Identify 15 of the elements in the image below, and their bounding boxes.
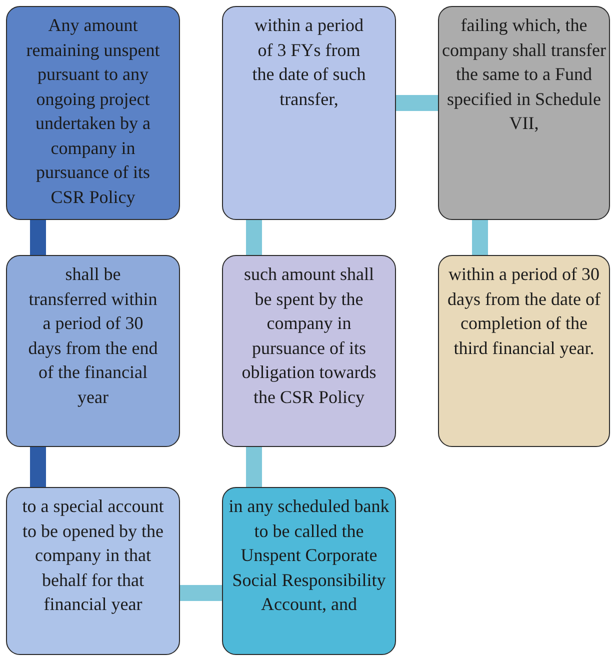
process-box: in any scheduled bank to be called the Unspent Corporate Social Responsibility Account, and xyxy=(222,487,396,655)
connector xyxy=(472,220,488,255)
connector xyxy=(246,220,262,255)
process-box: within a period of 3 FYs from the date of such transfer, xyxy=(222,6,396,220)
process-box: within a period of 30 days from the date of completion of the third financial year. xyxy=(438,255,610,447)
process-box: to a special account to be opened by the company in that behalf for that financial year xyxy=(6,487,180,655)
process-box: shall be transferred within a period of 30 days from the end of the financial year xyxy=(6,255,180,447)
process-box: Any amount remaining unspent pursuant to any ongoing project undertaken by a company in pursuance of its CSR Policy xyxy=(6,6,180,220)
process-box: such amount shall be spent by the company in pursuance of its obligation towards the CSR Policy xyxy=(222,255,396,447)
connector xyxy=(396,95,438,111)
connector xyxy=(30,220,46,255)
connector xyxy=(180,585,222,601)
connector xyxy=(30,447,46,487)
process-box: failing which, the company shall transfer the same to a Fund specified in Schedule VII, xyxy=(438,6,610,220)
connector xyxy=(246,447,262,487)
